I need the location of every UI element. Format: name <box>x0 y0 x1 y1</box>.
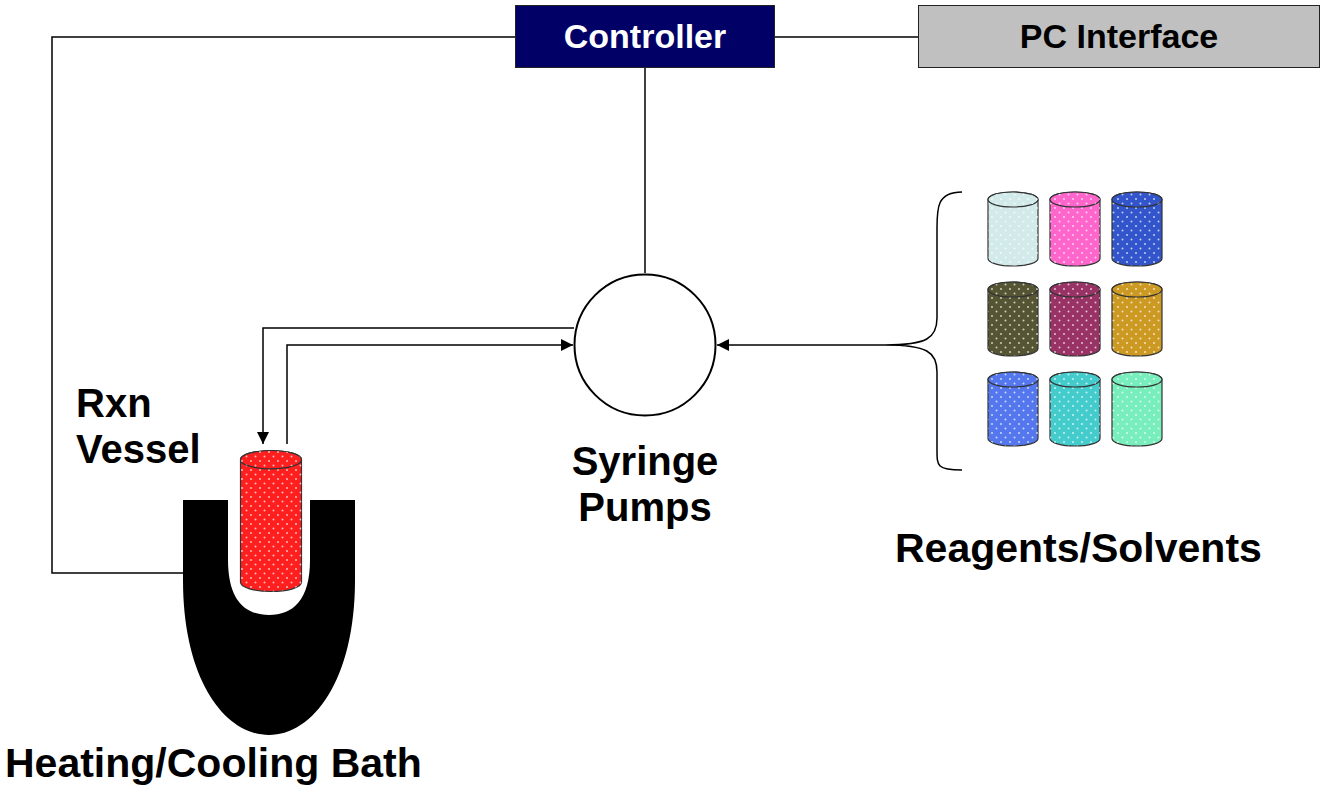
signal-wire <box>775 36 918 38</box>
reaction-vessel: Rxn Vessel <box>240 450 302 592</box>
flow-arrow <box>287 345 573 444</box>
reagent-bottle <box>1050 282 1100 356</box>
box-label: PC Interface <box>1020 18 1218 55</box>
reagent-bottle <box>1112 282 1162 356</box>
reagent-bottle <box>1112 192 1162 266</box>
shape-label: Rxn Vessel <box>76 380 236 472</box>
group-bracket <box>885 192 962 470</box>
reaction-vessel-shape <box>240 450 302 592</box>
shape-label: Syringe Pumps <box>540 438 750 530</box>
reagent-bottles-shape <box>882 188 1165 470</box>
flow-arrow <box>263 328 574 444</box>
flow-arrow <box>717 344 885 346</box>
reagent-bottle <box>1050 372 1100 446</box>
interface-box: PC Interface <box>918 5 1320 68</box>
reagent-bottles: Reagents/Solvents <box>882 188 1165 470</box>
vessel-cylinder <box>241 451 302 592</box>
reagent-bottle <box>1050 192 1100 266</box>
signal-wire <box>644 68 646 273</box>
reagent-bottle <box>988 192 1038 266</box>
reagent-bottle <box>1112 372 1162 446</box>
reagent-bottle <box>988 372 1038 446</box>
bath-u-shape <box>183 500 355 735</box>
pump-circle-shape <box>573 273 717 417</box>
box-label: Controller <box>564 18 726 55</box>
pump-circle: Syringe Pumps <box>573 273 717 417</box>
shape-label: Heating/Cooling Bath <box>5 740 422 787</box>
reagent-bottle <box>988 282 1038 356</box>
shape-label: Reagents/Solvents <box>895 525 1262 572</box>
controller-box: Controller <box>515 5 775 68</box>
